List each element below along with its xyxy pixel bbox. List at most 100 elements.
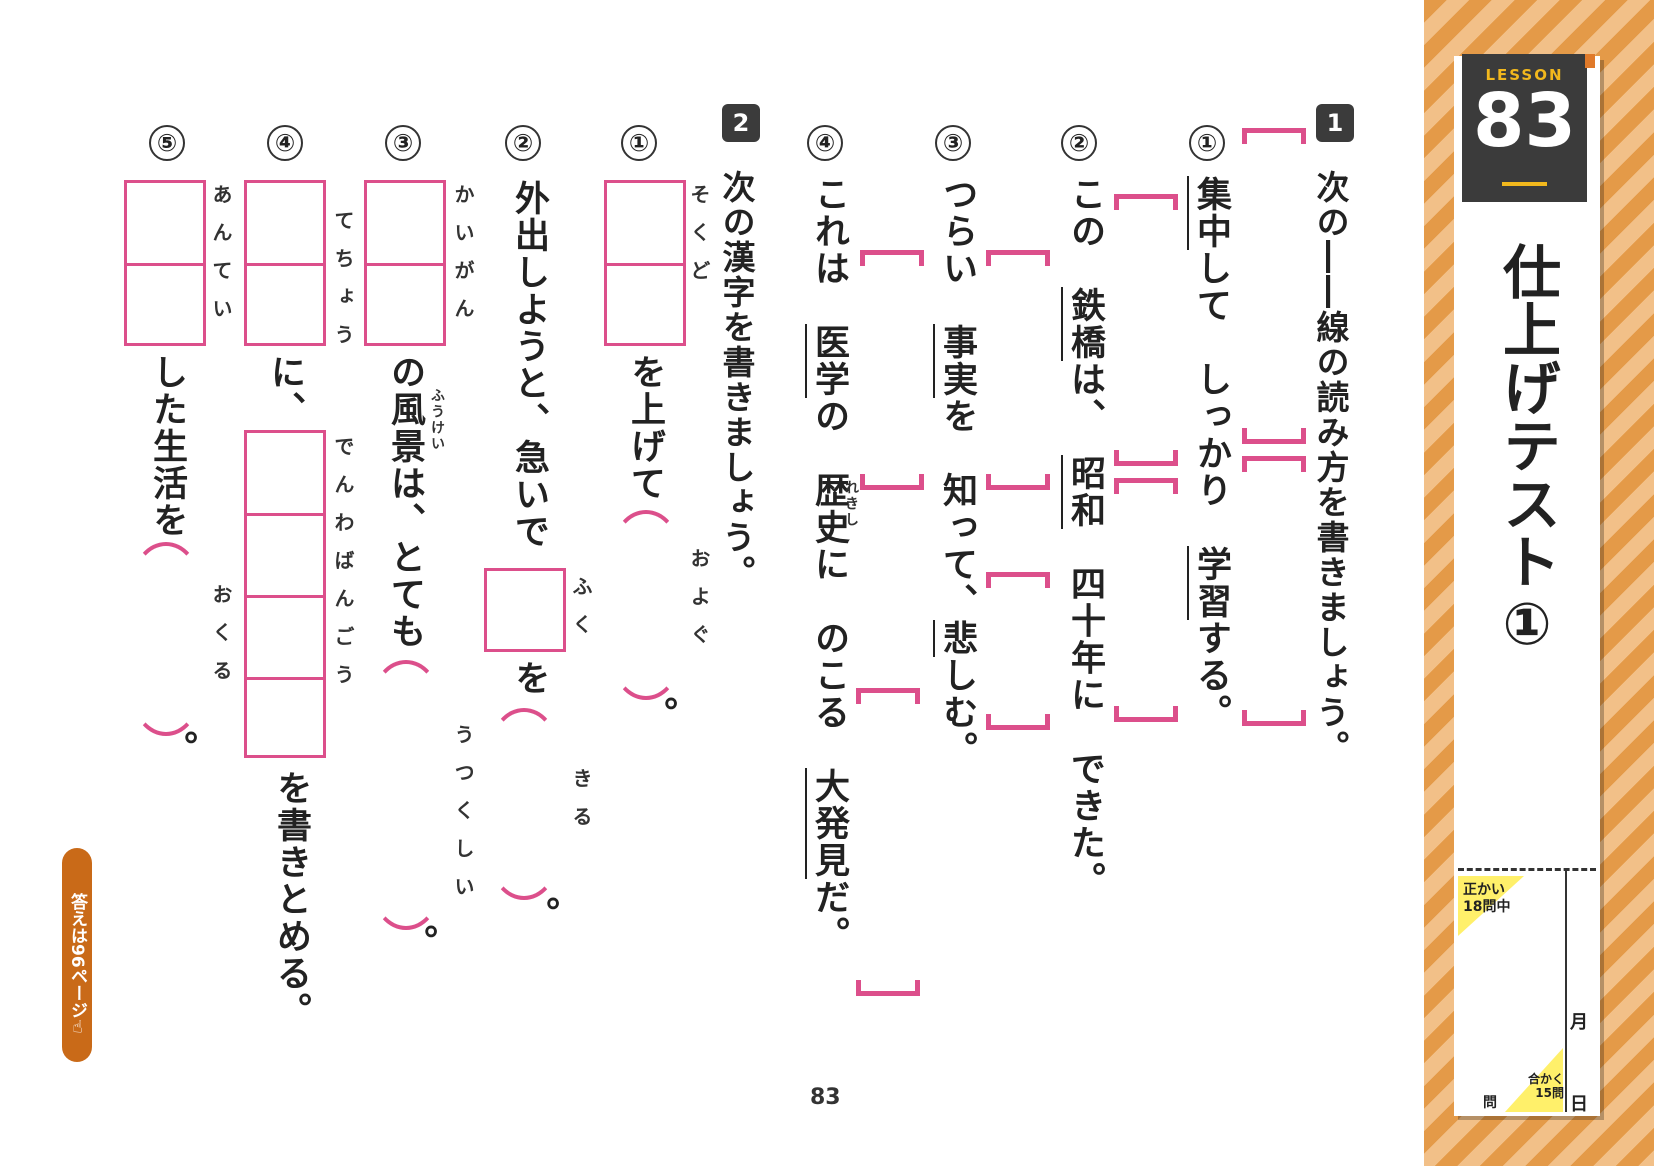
answer-bracket[interactable]	[856, 980, 920, 996]
underlined-word: 医学	[805, 324, 849, 398]
lesson-badge: LESSON 83	[1462, 54, 1595, 202]
word-with-ruby: 歴史	[809, 472, 849, 546]
kanji-answer-box[interactable]	[604, 180, 686, 346]
correct-label: 正かい	[1463, 882, 1505, 898]
ruby-reading: ふうけい	[429, 388, 445, 452]
sentence-text: の	[809, 398, 849, 472]
answer-bracket[interactable]	[986, 572, 1050, 588]
pass-label-word: 合かく	[1527, 1072, 1564, 1086]
sentence-text: だ。	[809, 879, 849, 953]
ruby-reading: おくる	[209, 584, 233, 698]
sentence-1-4: これは 医学の 歴史に のこる 大発見だ。	[805, 176, 850, 953]
section-2-badge: 2	[722, 104, 760, 142]
sentence-text: 四十年に できた。	[1065, 528, 1105, 899]
sentence-text: する。	[1191, 620, 1231, 731]
underlined-word: 昭和	[1061, 454, 1105, 529]
answer-bracket[interactable]	[1114, 194, 1178, 210]
section-1-badge: 1	[1316, 104, 1354, 142]
day-label: 日	[1570, 1094, 1588, 1115]
answer-paren-open[interactable]	[132, 542, 200, 582]
kanji-answer-box[interactable]	[124, 180, 206, 346]
sentence-text: して しっかり	[1191, 250, 1231, 546]
kanji-answer-box[interactable]	[364, 180, 446, 346]
pass-label-count: 15問	[1535, 1086, 1564, 1100]
item-number: ⑤	[146, 124, 188, 161]
item-number: ①	[618, 124, 660, 161]
sentence-text: を 知って、	[937, 398, 977, 620]
item-number: ②	[502, 124, 544, 161]
sentence-1-3: つらい 事実を 知って、悲しむ。	[933, 176, 978, 768]
ruby-reading: うつくしい	[451, 724, 475, 914]
sentence-text: これは	[809, 176, 849, 324]
answer-paren-close[interactable]	[132, 696, 200, 736]
answer-page-tag: 答えは96ページ☜	[62, 848, 92, 1062]
item-number: ③	[932, 124, 974, 161]
ruby-reading: かいがん	[451, 184, 475, 336]
answer-bracket[interactable]	[860, 250, 924, 266]
answer-bracket[interactable]	[856, 688, 920, 704]
sentence-2-5: した生活を	[147, 354, 187, 539]
ruby-reading: あんてい	[209, 184, 233, 336]
ruby-reading: およぐ	[687, 548, 711, 662]
item-number: ①	[1186, 124, 1228, 161]
underlined-word: 学習	[1187, 546, 1231, 620]
answer-bracket[interactable]	[1114, 706, 1178, 722]
answer-paren-close[interactable]	[612, 660, 680, 700]
sentence-2-3: の風景は、とても	[385, 354, 425, 650]
underlined-word: 鉄橋	[1061, 287, 1105, 361]
answer-paren-open[interactable]	[490, 708, 558, 748]
answer-bracket[interactable]	[1114, 450, 1178, 466]
score-label: 正かい 18問中	[1463, 882, 1533, 916]
ruby-reading: ふく	[569, 576, 593, 652]
section-2-instruction: 次の漢字を書きましょう。	[717, 170, 756, 590]
sentence-1-1: 集中して しっかり 学習する。	[1187, 176, 1232, 731]
sentence-2-4: に、	[265, 354, 305, 428]
underlined-word: 事実	[933, 324, 977, 398]
answer-bracket[interactable]	[1242, 456, 1306, 472]
underlined-word: 悲	[933, 620, 977, 657]
lesson-word: LESSON	[1485, 66, 1564, 84]
underlined-word: 大発見	[805, 768, 849, 879]
question-unit: 問	[1483, 1095, 1497, 1111]
answer-bracket[interactable]	[1114, 478, 1178, 494]
answer-bracket[interactable]	[986, 250, 1050, 266]
answer-paren-close[interactable]	[490, 860, 558, 900]
answer-paren-open[interactable]	[372, 660, 440, 700]
answer-bracket[interactable]	[986, 474, 1050, 490]
sentence-end: 。	[157, 730, 197, 767]
title-card	[1454, 56, 1600, 1116]
kanji-answer-box[interactable]	[244, 430, 326, 758]
ruby-reading: てちょう	[331, 210, 355, 362]
answer-bracket[interactable]	[1242, 128, 1306, 144]
item-number: ④	[804, 124, 846, 161]
kanji-answer-box[interactable]	[244, 180, 326, 346]
ruby-reading: きる	[569, 768, 593, 844]
sentence-end: を書きとめる。	[271, 770, 311, 1029]
page-title: 仕上げテスト①	[1493, 242, 1561, 658]
sentence-text: つらい	[937, 176, 977, 324]
score-divider	[1458, 868, 1596, 871]
answer-paren-open[interactable]	[612, 510, 680, 550]
item-number: ④	[264, 124, 306, 161]
pass-label: 合かく 15問	[1520, 1072, 1564, 1100]
kanji-answer-box[interactable]	[484, 568, 566, 652]
sentence-2-1: を上げて	[625, 354, 665, 502]
lesson-underline	[1502, 182, 1547, 186]
section-1-instruction: 次の――線の読み方を書きましょう。	[1311, 170, 1350, 765]
underlined-word: 集中	[1187, 176, 1231, 250]
sentence-2-2: 外出しようと、急いで	[509, 180, 549, 550]
sentence-text: を	[509, 660, 549, 697]
answer-bracket[interactable]	[1242, 710, 1306, 726]
score-column-line	[1565, 868, 1567, 1112]
sentence-text: この	[1065, 176, 1105, 287]
answer-bracket[interactable]	[1242, 428, 1306, 444]
answer-paren-close[interactable]	[372, 890, 440, 930]
answer-bracket[interactable]	[860, 474, 924, 490]
sentence-text: は、	[1065, 361, 1105, 455]
ruby-reading: そくど	[687, 184, 711, 298]
month-label: 月	[1570, 1012, 1588, 1033]
answer-bracket[interactable]	[986, 714, 1050, 730]
sentence-text: しむ。	[937, 657, 977, 768]
sentence-end: 。	[637, 696, 677, 733]
